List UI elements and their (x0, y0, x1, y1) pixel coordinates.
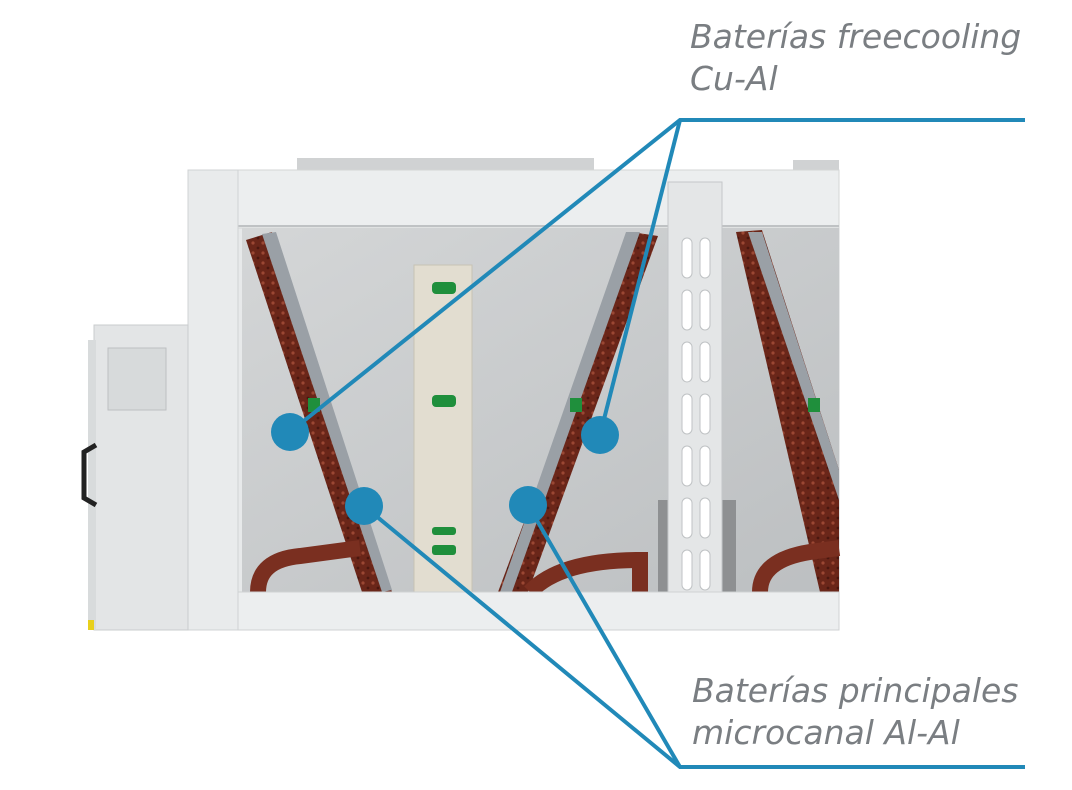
label-freecooling-line2: Cu-Al (690, 58, 1021, 100)
top-cover-right (793, 160, 839, 170)
callout-dot-principal-left (345, 487, 383, 525)
bracket-clip (432, 545, 456, 555)
perforated-strut (668, 182, 722, 622)
label-principal-line1: Baterías principales (692, 670, 1019, 712)
label-freecooling-coils: Baterías freecooling Cu-Al (690, 16, 1021, 100)
electrical-box-panel (108, 348, 166, 410)
coil-clip (808, 398, 820, 412)
callout-dot-freecooling-left (271, 413, 309, 451)
callout-dot-freecooling-right (581, 416, 619, 454)
bracket-clip (432, 282, 456, 294)
bracket-clip (432, 395, 456, 407)
label-freecooling-line1: Baterías freecooling (690, 16, 1021, 58)
label-principal-coils: Baterías principales microcanal Al-Al (692, 670, 1019, 754)
coil-clip (570, 398, 582, 412)
status-led (88, 620, 94, 630)
label-principal-line2: microcanal Al-Al (692, 712, 1019, 754)
bracket-clip (432, 527, 456, 535)
left-post (188, 170, 238, 630)
electrical-box-edge (88, 340, 96, 630)
frame-top-rail (188, 170, 839, 228)
top-cover-left (297, 158, 594, 170)
callout-dot-principal-right (509, 486, 547, 524)
frame-bottom-rail (238, 592, 839, 630)
